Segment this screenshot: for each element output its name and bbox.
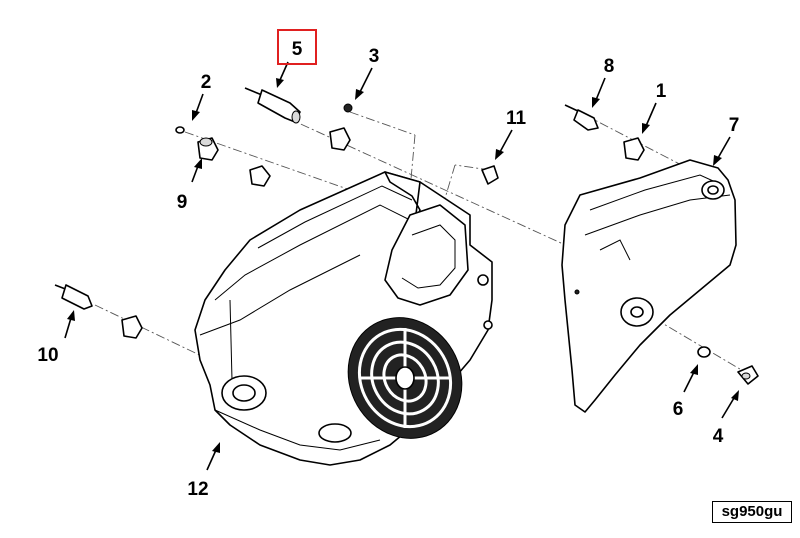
callout-6: 6 [673,399,684,420]
stud-part-5 [244,87,301,124]
callout-3: 3 [369,46,380,67]
callout-1: 1 [656,81,667,102]
housing-part-12 [194,171,493,466]
reference-code-label: sg950gu [712,501,792,523]
callout-labels: 5 3 2 9 11 8 1 7 10 12 6 4 [37,39,739,500]
ring-part-2 [175,126,185,134]
callout-12: 12 [187,479,208,500]
callout-7: 7 [729,115,740,136]
callout-5: 5 [292,39,303,60]
screw-part-3 [343,103,353,113]
spacer-part-1 [623,137,645,161]
callout-8: 8 [604,56,615,77]
highlight-box [277,29,317,65]
spacer-part-9 [197,137,271,187]
clip-nut-part-11 [481,165,499,185]
callout-2: 2 [201,72,212,93]
callout-11: 11 [506,108,527,129]
leader-arrows [64,61,739,471]
stud-part-10 [54,284,143,339]
callout-9: 9 [177,192,188,213]
cover-part-7 [561,159,737,413]
spacer-upper [329,127,351,151]
stud-part-8 [564,104,599,131]
nut-part-4 [737,365,759,385]
washer-part-6 [697,346,711,358]
callout-4: 4 [713,426,724,447]
callout-10: 10 [37,345,58,366]
